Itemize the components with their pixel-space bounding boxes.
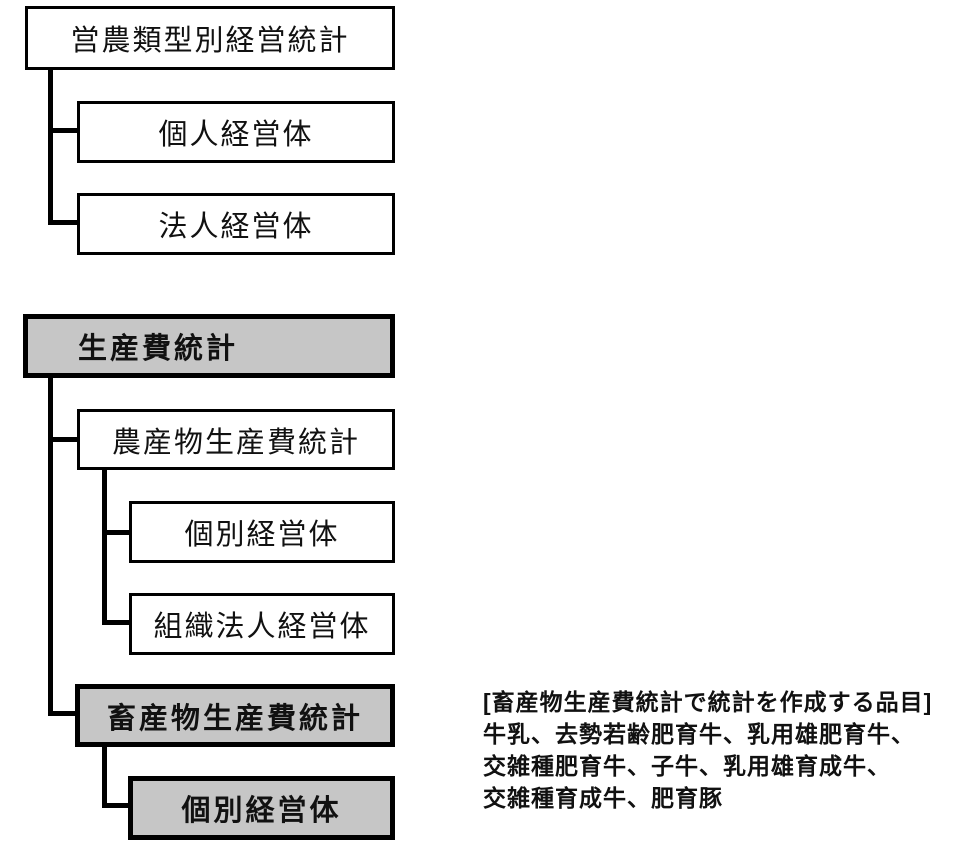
- connector-line: [48, 378, 53, 716]
- connector-line: [48, 128, 77, 133]
- note-line: 交雑種肥育牛、子牛、乳用雄育成牛、: [483, 753, 891, 779]
- box-individual-management-entity: 個人経営体: [77, 101, 395, 163]
- connector-line: [48, 711, 75, 716]
- connector-line: [48, 220, 77, 225]
- connector-line: [102, 470, 107, 625]
- note-line: 牛乳、去勢若齢肥育牛、乳用雄肥育牛、: [483, 721, 915, 747]
- box-livestock-production-cost-stats: 畜産物生産費統計: [75, 684, 395, 747]
- box-production-cost-stats: 生産費統計: [23, 314, 395, 378]
- box-corporate-management-entity: 法人経営体: [77, 193, 395, 255]
- connector-line: [102, 620, 129, 625]
- livestock-items-note: [畜産物生産費統計で統計を作成する品目] 牛乳、去勢若齢肥育牛、乳用雄肥育牛、 …: [483, 686, 958, 814]
- box-crop-organized-corporate-entity: 組織法人経営体: [129, 593, 395, 655]
- box-crop-production-cost-stats: 農産物生産費統計: [77, 409, 395, 470]
- box-farming-type-management-stats: 営農類型別経営統計: [25, 6, 395, 70]
- connector-line: [102, 530, 129, 535]
- connector-line: [48, 437, 77, 442]
- connector-line: [48, 70, 53, 225]
- note-line: 交雑種育成牛、肥育豚: [483, 785, 723, 811]
- connector-line: [102, 803, 128, 808]
- note-title: [畜産物生産費統計で統計を作成する品目]: [483, 689, 933, 715]
- connector-line: [102, 747, 107, 808]
- box-crop-individual-entity: 個別経営体: [129, 501, 395, 563]
- box-livestock-individual-entity: 個別経営体: [128, 776, 395, 840]
